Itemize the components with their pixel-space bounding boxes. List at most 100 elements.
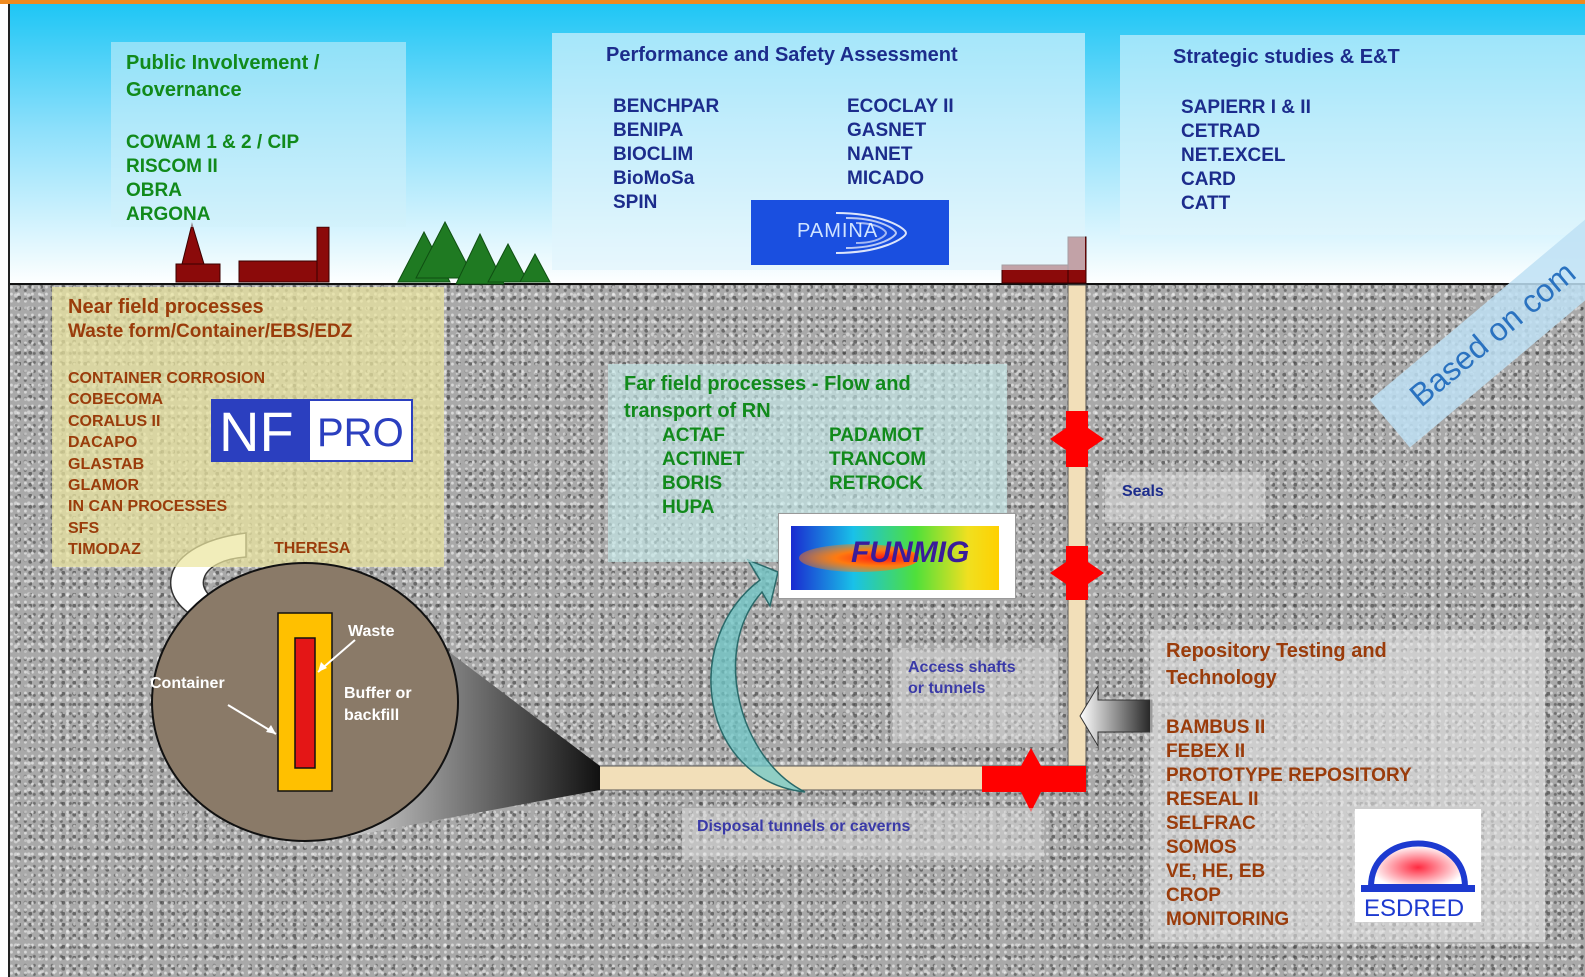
pamina-swoosh-icon: [835, 212, 908, 254]
list-item: MICADO: [847, 168, 925, 189]
buffer-label-line2: backfill: [344, 707, 400, 724]
list-item: HUPA: [662, 497, 715, 518]
list-item: GLASTAB: [68, 455, 145, 473]
nearfield-extra-item: THERESA: [274, 540, 351, 557]
strategic-panel: Strategic studies & E&T SAPIERR I & II C…: [1120, 35, 1585, 235]
farfield-title-line2: transport of RN: [624, 400, 771, 422]
public-involvement-panel: Public Involvement / Governance COWAM 1 …: [111, 42, 406, 227]
esdred-logo: ESDRED: [1355, 809, 1481, 922]
nfpro-logo-pro: PRO: [317, 411, 404, 455]
list-item: CATT: [1181, 193, 1231, 214]
nearfield-list: CONTAINER CORROSION COBECOMA CORALUS II …: [68, 368, 265, 561]
esdred-dome-icon: [1361, 840, 1475, 892]
container-pointer: [227, 704, 277, 735]
left-border: [8, 4, 10, 977]
list-item: MONITORING: [1166, 909, 1290, 930]
access-shaft: [1067, 284, 1087, 771]
tree-group: [397, 220, 551, 285]
public-title-line1: Public Involvement /: [126, 52, 320, 74]
shaft-arrow: [1079, 684, 1153, 748]
list-item: GLAMOR: [68, 477, 140, 495]
list-item: SFS: [68, 519, 100, 537]
nearfield-title-line1: Near field processes: [68, 296, 264, 318]
list-item: GASNET: [847, 120, 927, 141]
access-label-box: Access shafts or tunnels: [893, 648, 1058, 743]
public-title-line2: Governance: [126, 79, 242, 101]
performance-col2: ECOCLAY II GASNET NANET MICADO: [847, 95, 954, 191]
list-item: CARD: [1181, 169, 1236, 190]
performance-panel: Performance and Safety Assessment BENCHP…: [552, 33, 1085, 270]
strategic-title: Strategic studies & E&T: [1173, 46, 1400, 68]
list-item: OBRA: [126, 180, 182, 201]
repository-title-line2: Technology: [1166, 667, 1277, 689]
ground-surface-line: [10, 283, 1585, 285]
list-item: BIOCLIM: [613, 144, 694, 165]
list-item: FEBEX II: [1166, 741, 1246, 762]
farfield-col2: PADAMOT TRANCOM RETROCK: [829, 424, 926, 496]
public-list: COWAM 1 & 2 / CIP RISCOM II OBRA ARGONA: [126, 131, 299, 227]
list-item: COBECOMA: [68, 391, 164, 409]
waste-package-cross-section: [151, 562, 459, 842]
list-item: PROTOTYPE REPOSITORY: [1166, 765, 1412, 786]
list-item: DACAPO: [68, 434, 138, 452]
list-item: RETROCK: [829, 473, 923, 494]
list-item: PADAMOT: [829, 425, 924, 446]
list-item: VE, HE, EB: [1166, 861, 1266, 882]
esdred-logo-text: ESDRED: [1364, 895, 1465, 922]
list-item: IN CAN PROCESSES: [68, 498, 228, 516]
nearfield-title-line2: Waste form/Container/EBS/EDZ: [68, 321, 353, 342]
repository-panel: Repository Testing and Technology BAMBUS…: [1150, 630, 1545, 942]
list-item: BioMoSa: [613, 168, 695, 189]
nfpro-logo: NF PRO: [211, 399, 413, 463]
funmig-plume: [799, 544, 919, 572]
list-item: SELFRAC: [1166, 813, 1256, 834]
list-item: SOMOS: [1166, 837, 1237, 858]
top-border: [0, 0, 1585, 4]
list-item: BENIPA: [613, 120, 684, 141]
list-item: RESEAL II: [1166, 789, 1259, 810]
list-item: ARGONA: [126, 204, 211, 225]
list-item: BAMBUS II: [1166, 717, 1266, 738]
list-item: CROP: [1166, 885, 1221, 906]
access-label-line1: Access shafts: [908, 659, 1016, 676]
list-item: CONTAINER CORROSION: [68, 370, 266, 387]
pamina-logo-text: PAMINA: [797, 220, 879, 242]
performance-col1: BENCHPAR BENIPA BIOCLIM BioMoSa SPIN: [613, 95, 719, 215]
pamina-logo: PAMINA: [751, 200, 949, 265]
strategic-list: SAPIERR I & II CETRAD NET.EXCEL CARD CAT…: [1181, 96, 1311, 216]
list-item: BORIS: [662, 473, 723, 494]
repository-list: BAMBUS II FEBEX II PROTOTYPE REPOSITORY …: [1166, 716, 1412, 932]
funmig-logo-gradient: [791, 526, 999, 590]
list-item: ECOCLAY II: [847, 96, 954, 117]
access-label-line2: or tunnels: [908, 680, 986, 697]
repository-title-line1: Repository Testing and: [1166, 640, 1387, 662]
list-item: NET.EXCEL: [1181, 145, 1286, 166]
funmig-logo-text: FUNMIG: [851, 536, 970, 569]
list-item: CETRAD: [1181, 121, 1261, 142]
disposal-label: Disposal tunnels or caverns: [697, 818, 911, 835]
building-group-left: [175, 222, 330, 283]
seals-label-box: Seals: [1105, 472, 1265, 522]
nfpro-logo-nf: NF: [219, 400, 294, 463]
funmig-logo: FUNMIG: [778, 513, 1016, 599]
container-label: Container: [150, 675, 225, 692]
nearfield-panel: Near field processes Waste form/Containe…: [52, 287, 444, 567]
list-item: SAPIERR I & II: [1181, 97, 1311, 118]
nfpro-logo-left: NF: [213, 400, 310, 463]
list-item: ACTINET: [662, 449, 745, 470]
performance-title: Performance and Safety Assessment: [606, 44, 958, 66]
disposal-label-box: Disposal tunnels or caverns: [682, 808, 1044, 860]
waste-label: Waste: [348, 623, 395, 640]
seal-markers: [982, 411, 1104, 812]
waste-rect: [294, 637, 316, 769]
list-item: ACTAF: [662, 425, 725, 446]
list-item: BENCHPAR: [613, 96, 720, 117]
list-item: CORALUS II: [68, 412, 161, 430]
farfield-col1: ACTAF ACTINET BORIS HUPA: [662, 424, 744, 520]
buffer-label-line1: Buffer or: [344, 685, 412, 702]
farfield-title-line1: Far field processes - Flow and: [624, 373, 911, 395]
list-item: TRANCOM: [829, 449, 927, 470]
list-item: RISCOM II: [126, 156, 218, 177]
list-item: TIMODAZ: [68, 541, 141, 559]
seals-label: Seals: [1122, 483, 1164, 500]
